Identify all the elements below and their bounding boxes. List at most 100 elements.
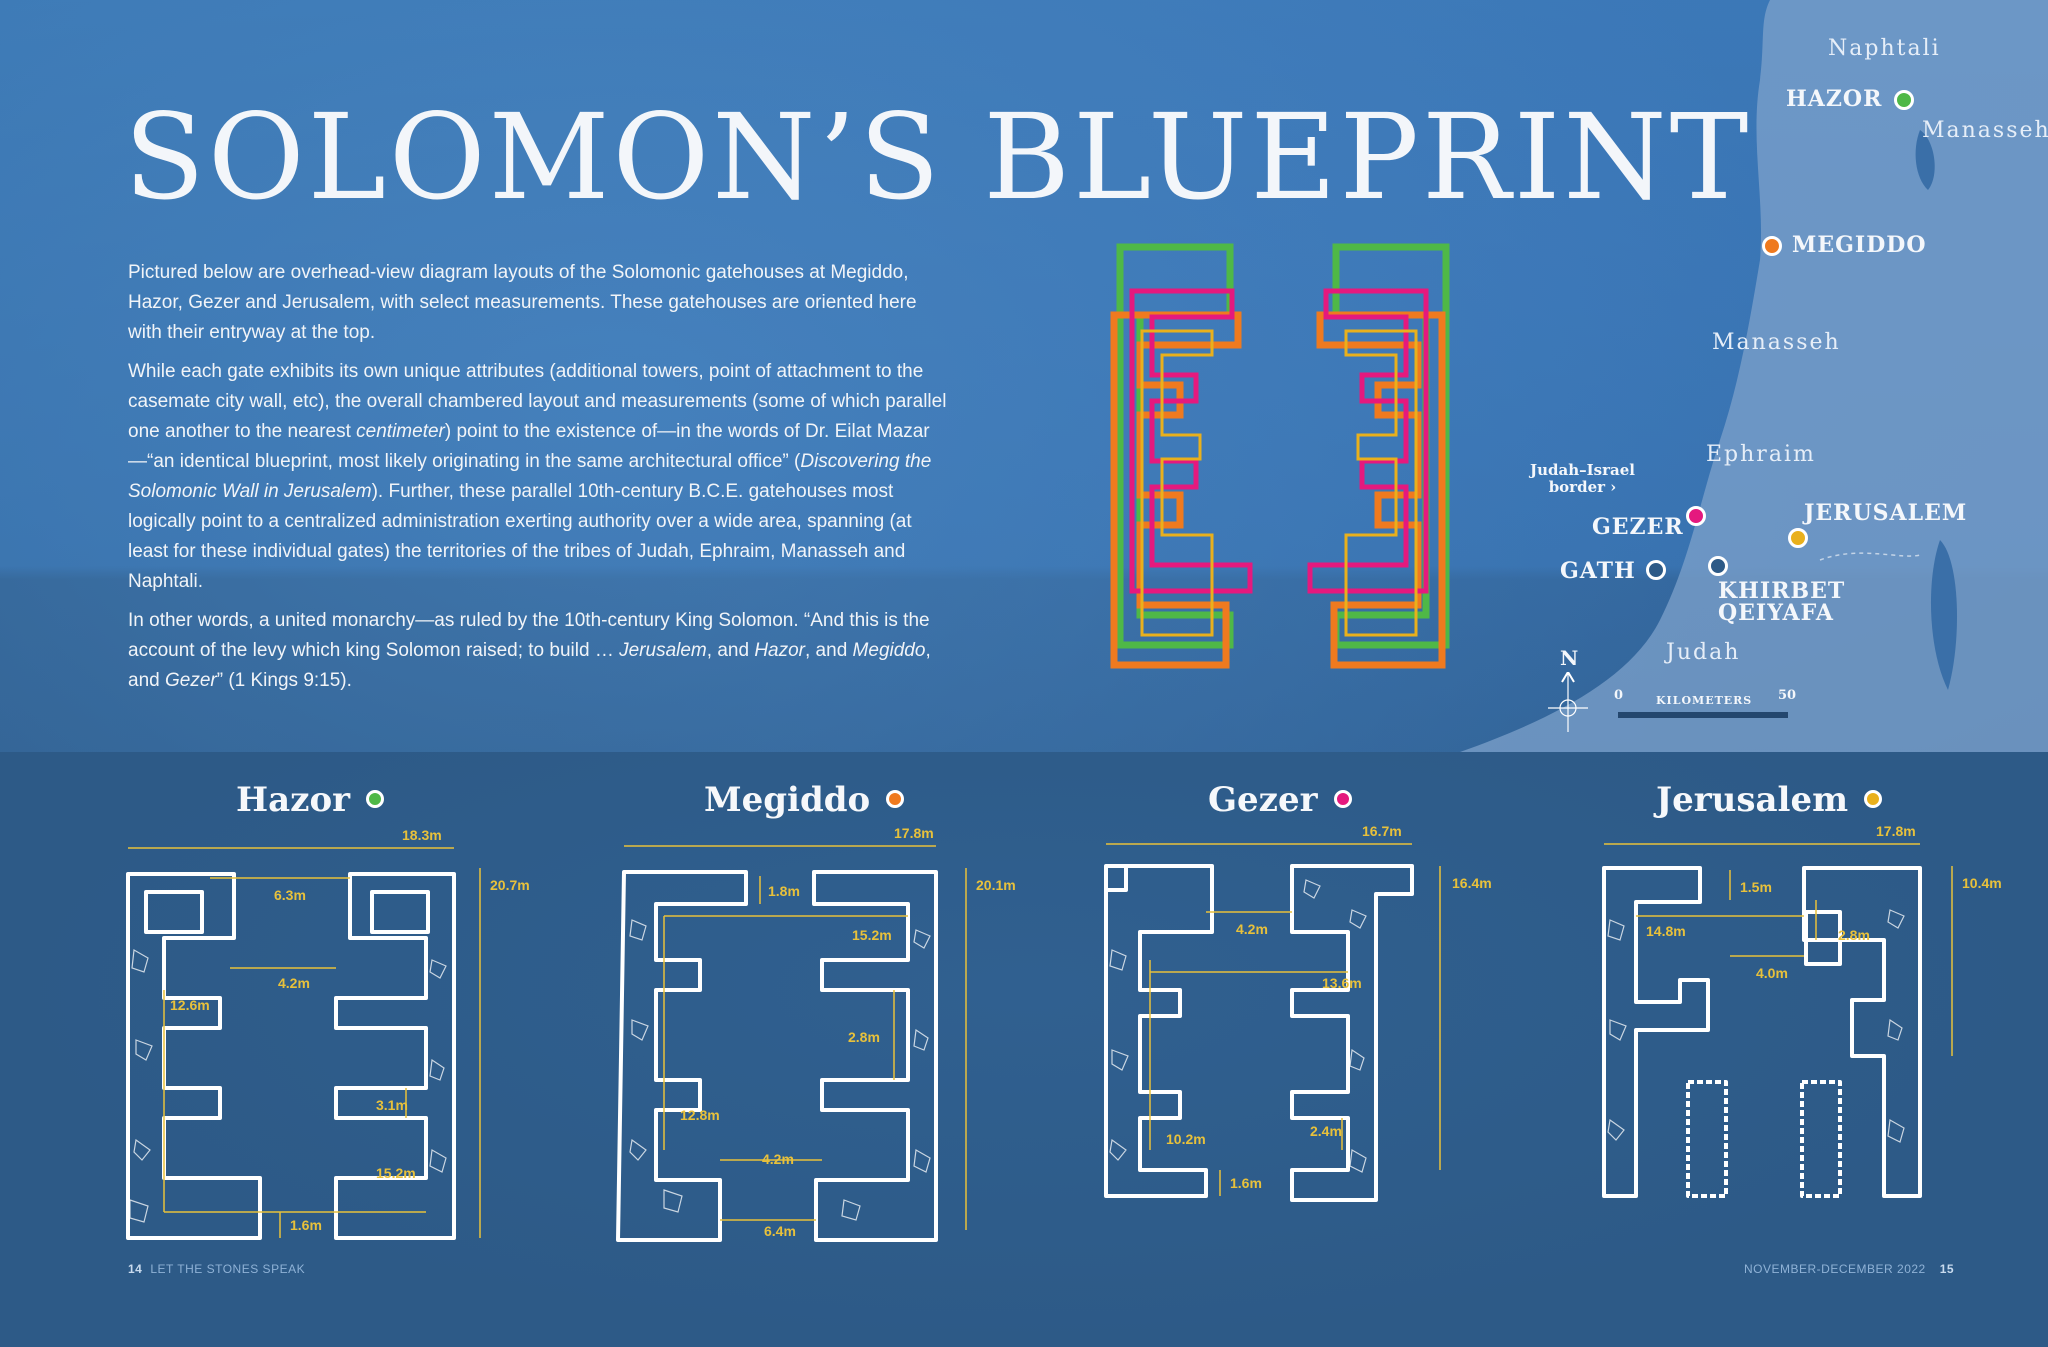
city-khirbet-qeiyafa-label: KHIRBET QEIYAFA [1718, 580, 1845, 624]
overlay-hazor-left [1116, 243, 1234, 649]
gezer-m5: 1.6m [1230, 1175, 1262, 1191]
megiddo-plan: 17.8m 20.1m 1.8m 15.2m 2.8m 12.8m 4.2m 6… [616, 825, 1016, 1242]
hazor-m3: 12.6m [170, 997, 210, 1013]
gezer-m3: 2.4m [1310, 1123, 1342, 1139]
gate-overlay-diagram [1110, 243, 1450, 669]
megiddo-m3: 2.8m [848, 1029, 880, 1045]
left-page-number: 14 [128, 1262, 143, 1276]
region-judah: Judah [1666, 640, 1741, 665]
p2-emphasis-1: centimeter [356, 421, 445, 442]
gezer-m4: 10.2m [1166, 1131, 1206, 1147]
region-ephraim: Ephraim [1706, 442, 1816, 467]
p3-text-a: In other words, a united monarchy—as rul… [128, 610, 930, 661]
megiddo-left-wall [616, 870, 748, 1242]
paragraph-2: While each gate exhibits its own unique … [128, 357, 948, 597]
gezer-right-wall [1290, 864, 1414, 1202]
border-label: Judah–Israel border › [1530, 462, 1635, 496]
gath-dot [1646, 560, 1666, 580]
hazor-m2: 4.2m [278, 975, 310, 991]
hazor-m1: 6.3m [274, 887, 306, 903]
city-gath-label: GATH [1560, 558, 1636, 584]
p3-emphasis-3: Megiddo [852, 640, 926, 661]
scale-unit: KILOMETERS [1656, 694, 1753, 707]
overlay-megiddo-left [1110, 311, 1242, 669]
hazor-m4: 3.1m [376, 1097, 408, 1113]
jerusalem-right-wall [1802, 866, 1922, 1198]
hazor-right-wall [334, 872, 456, 1240]
hazor-color-dot [366, 790, 385, 808]
megiddo-dot [1762, 236, 1782, 256]
megiddo-height: 20.1m [976, 877, 1016, 893]
paragraph-3: In other words, a united monarchy—as rul… [128, 606, 948, 696]
map-land [1460, 0, 2048, 752]
region-manasseh: Manasseh [1712, 330, 1841, 355]
p3-text-c: , and [805, 640, 853, 661]
left-running-head: LET THE STONES SPEAK [150, 1262, 306, 1276]
scale-end: 50 [1778, 688, 1797, 703]
megiddo-m2: 15.2m [852, 927, 892, 943]
gate-title-jerusalem: Jerusalem [1656, 780, 1883, 820]
jerusalem-left-chamber [1686, 1080, 1728, 1198]
p2-book-title: Discovering the Solomonic Wall in Jerusa… [128, 451, 932, 502]
jerusalem-height: 10.4m [1962, 875, 2002, 891]
hazor-m6: 1.6m [290, 1217, 322, 1233]
p2-text-a: While each gate exhibits its own unique … [128, 361, 947, 442]
p2-text-c: ). Further, these parallel 10th-century … [128, 481, 912, 592]
p3-text-e: ” (1 Kings 9:15). [216, 670, 352, 691]
megiddo-right-wall [812, 870, 938, 1242]
megiddo-m6: 6.4m [764, 1223, 796, 1239]
hazor-height: 20.7m [490, 877, 530, 893]
jerusalem-right-chamber [1800, 1080, 1842, 1198]
border-label-line1: Judah–Israel [1530, 461, 1635, 479]
megiddo-width: 17.8m [894, 825, 934, 841]
jerusalem-width: 17.8m [1876, 823, 1916, 839]
overlay-megiddo-right [1316, 311, 1446, 669]
p3-emphasis-4: Gezer [164, 670, 217, 691]
jerusalem-m3: 2.8m [1838, 927, 1870, 943]
region-manasseh-north: Manasseh [1922, 118, 2048, 143]
jerusalem-left-wall [1602, 866, 1710, 1198]
scale-bar [1618, 712, 1788, 718]
overlay-jerusalem-right [1344, 329, 1418, 637]
gezer-name: Gezer [1208, 780, 1318, 820]
compass-icon [1548, 672, 1588, 732]
jerusalem-m2: 14.8m [1646, 923, 1686, 939]
jerusalem-right-pier [1804, 910, 1842, 966]
megiddo-name: Megiddo [704, 780, 871, 820]
city-jerusalem-label: JERUSALEM [1804, 500, 1968, 526]
page-title: SOLOMON’S BLUEPRINT [124, 88, 1752, 226]
city-hazor-label: HAZOR [1786, 86, 1883, 112]
intro-text: Pictured below are overhead-view diagram… [128, 258, 948, 705]
north-label: N [1560, 646, 1579, 670]
gate-title-hazor: Hazor [236, 780, 385, 820]
gezer-color-dot [1333, 790, 1352, 808]
border-label-line2: border › [1548, 478, 1617, 496]
p3-emphasis-1: Jerusalem [619, 640, 707, 661]
gate-title-megiddo: Megiddo [704, 780, 905, 820]
hazor-left-tower [144, 890, 204, 934]
right-running-head: NOVEMBER-DECEMBER 2022 [1744, 1262, 1926, 1276]
region-naphtali: Naphtali [1828, 36, 1941, 61]
israel-map: Naphtali Manasseh Manasseh Ephraim Judah… [1400, 0, 2048, 752]
gate-title-gezer: Gezer [1208, 780, 1352, 820]
megiddo-m5: 4.2m [762, 1151, 794, 1167]
footer-right: NOVEMBER-DECEMBER 2022 15 [1744, 1262, 1962, 1276]
overlay-gezer-left [1129, 288, 1253, 594]
hazor-dot [1894, 90, 1914, 110]
khirbet-line: KHIRBET [1718, 578, 1846, 604]
overlay-gezer-right [1307, 288, 1429, 594]
right-page-number: 15 [1939, 1262, 1955, 1276]
gezer-left-wall [1104, 864, 1214, 1198]
jerusalem-plan: 17.8m 10.4m 1.5m 14.8m 2.8m 4.0m [1602, 823, 2002, 1198]
footer-left: 14 LET THE STONES SPEAK [128, 1262, 305, 1276]
gezer-plan: 16.7m 16.4m 4.2m 13.6m 2.4m 10.2m 1.6m [1104, 823, 1492, 1202]
megiddo-color-dot [886, 790, 905, 808]
megiddo-m1: 1.8m [768, 883, 800, 899]
bottom-band [0, 752, 2048, 1347]
qeiyafa-line: QEIYAFA [1718, 600, 1834, 626]
jerusalem-dot [1788, 528, 1808, 548]
hazor-name: Hazor [236, 780, 351, 820]
gezer-outer-wall-stub [1106, 864, 1414, 894]
gezer-height: 16.4m [1452, 875, 1492, 891]
